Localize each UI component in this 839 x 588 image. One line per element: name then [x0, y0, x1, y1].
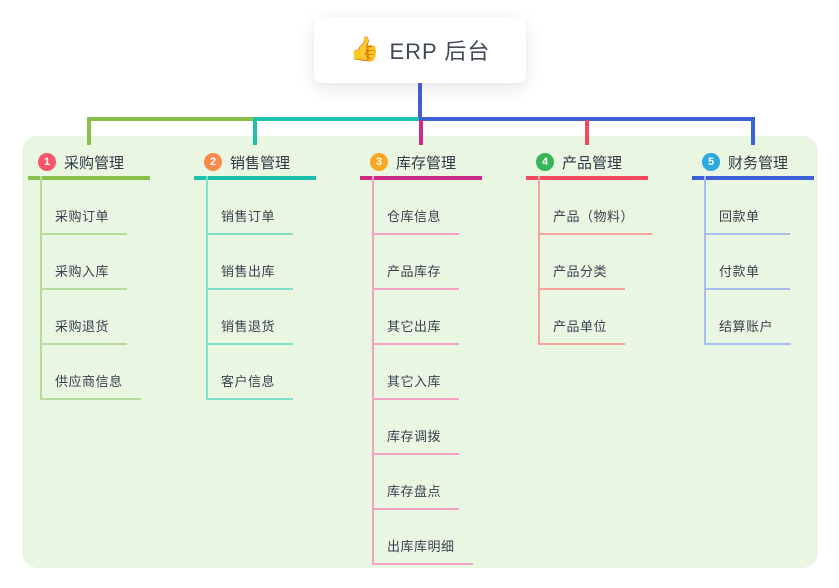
branch-number-badge: 5: [702, 153, 720, 171]
child-label: 产品库存: [387, 264, 442, 279]
bus-segment-finance: [419, 117, 755, 121]
connector-rail: [372, 176, 374, 565]
branch-header-sales[interactable]: 2 销售管理: [194, 148, 316, 180]
branch-children: 仓库信息 产品库存 其它出库 其它入库 库存调拨 库存盘点 出库库明细: [360, 176, 482, 565]
branch-label: 采购管理: [64, 154, 125, 172]
drop-line-finance: [751, 117, 755, 145]
branch-inventory: 3 库存管理 仓库信息 产品库存 其它出库 其它入库 库存调拨 库存盘点 出库库…: [360, 148, 482, 565]
branch-children: 产品（物料） 产品分类 产品单位: [526, 176, 653, 345]
connector-rail: [704, 176, 706, 345]
branch-sales: 2 销售管理 销售订单 销售出库 销售退货 客户信息: [194, 148, 316, 400]
child-node[interactable]: 销售退货: [206, 290, 294, 345]
mindmap-panel: [22, 136, 818, 568]
child-node[interactable]: 采购订单: [40, 180, 128, 235]
connector-rail: [538, 176, 540, 345]
root-title: ERP 后台: [389, 39, 491, 64]
branch-header-product[interactable]: 4 产品管理: [526, 148, 648, 180]
child-label: 销售退货: [221, 319, 276, 334]
child-label: 客户信息: [221, 374, 276, 389]
child-node[interactable]: 其它入库: [372, 345, 460, 400]
branch-number-badge: 3: [370, 153, 388, 171]
child-node[interactable]: 仓库信息: [372, 180, 460, 235]
child-label: 销售出库: [221, 264, 276, 279]
child-node[interactable]: 客户信息: [206, 345, 294, 400]
child-node[interactable]: 库存调拨: [372, 400, 460, 455]
child-node[interactable]: 供应商信息: [40, 345, 141, 400]
drop-line-purchase: [87, 117, 91, 145]
branch-finance: 5 财务管理 回款单 付款单 结算账户: [692, 148, 814, 345]
connector-rail: [40, 176, 42, 400]
child-label: 仓库信息: [387, 209, 442, 224]
child-label: 产品分类: [553, 264, 608, 279]
branch-children: 回款单 付款单 结算账户: [692, 176, 814, 345]
child-label: 采购退货: [55, 319, 110, 334]
child-node[interactable]: 产品分类: [538, 235, 626, 290]
child-node[interactable]: 结算账户: [704, 290, 792, 345]
branch-children: 销售订单 销售出库 销售退货 客户信息: [194, 176, 316, 400]
root-connector-line: [418, 83, 422, 119]
child-label: 销售订单: [221, 209, 276, 224]
thumbs-up-icon: 👍: [349, 36, 380, 63]
child-node[interactable]: 产品（物料）: [538, 180, 653, 235]
branch-header-inventory[interactable]: 3 库存管理: [360, 148, 482, 180]
branch-label: 财务管理: [728, 154, 789, 172]
child-node[interactable]: 库存盘点: [372, 455, 460, 510]
branch-purchase: 1 采购管理 采购订单 采购入库 采购退货 供应商信息: [28, 148, 150, 400]
branch-children: 采购订单 采购入库 采购退货 供应商信息: [28, 176, 150, 400]
child-node[interactable]: 采购入库: [40, 235, 128, 290]
child-node[interactable]: 其它出库: [372, 290, 460, 345]
branch-label: 销售管理: [230, 154, 291, 172]
child-node[interactable]: 销售出库: [206, 235, 294, 290]
branch-number-badge: 2: [204, 153, 222, 171]
child-label: 采购入库: [55, 264, 110, 279]
child-label: 产品（物料）: [553, 209, 635, 224]
bus-segment-sales: [253, 117, 419, 121]
drop-line-product: [585, 120, 589, 145]
child-label: 库存盘点: [387, 484, 442, 499]
child-node[interactable]: 付款单: [704, 235, 790, 290]
branch-number-badge: 4: [536, 153, 554, 171]
connector-rail: [206, 176, 208, 400]
child-label: 供应商信息: [55, 374, 123, 389]
drop-line-sales: [253, 117, 257, 145]
child-node[interactable]: 销售订单: [206, 180, 294, 235]
child-label: 其它出库: [387, 319, 442, 334]
branch-header-finance[interactable]: 5 财务管理: [692, 148, 814, 180]
branch-label: 产品管理: [562, 154, 623, 172]
root-node[interactable]: 👍 ERP 后台: [314, 17, 526, 83]
child-label: 付款单: [719, 264, 760, 279]
child-node[interactable]: 出库库明细: [372, 510, 473, 565]
child-label: 结算账户: [719, 319, 774, 334]
drop-line-inventory: [419, 120, 423, 145]
branch-product: 4 产品管理 产品（物料） 产品分类 产品单位: [526, 148, 653, 345]
branch-number-badge: 1: [38, 153, 56, 171]
child-label: 回款单: [719, 209, 760, 224]
branch-header-purchase[interactable]: 1 采购管理: [28, 148, 150, 180]
child-label: 出库库明细: [387, 539, 455, 554]
child-node[interactable]: 采购退货: [40, 290, 128, 345]
child-label: 库存调拨: [387, 429, 442, 444]
child-label: 其它入库: [387, 374, 442, 389]
child-label: 产品单位: [553, 319, 608, 334]
child-node[interactable]: 回款单: [704, 180, 790, 235]
child-label: 采购订单: [55, 209, 110, 224]
child-node[interactable]: 产品单位: [538, 290, 626, 345]
bus-segment-purchase: [87, 117, 253, 121]
branch-label: 库存管理: [396, 154, 457, 172]
child-node[interactable]: 产品库存: [372, 235, 460, 290]
